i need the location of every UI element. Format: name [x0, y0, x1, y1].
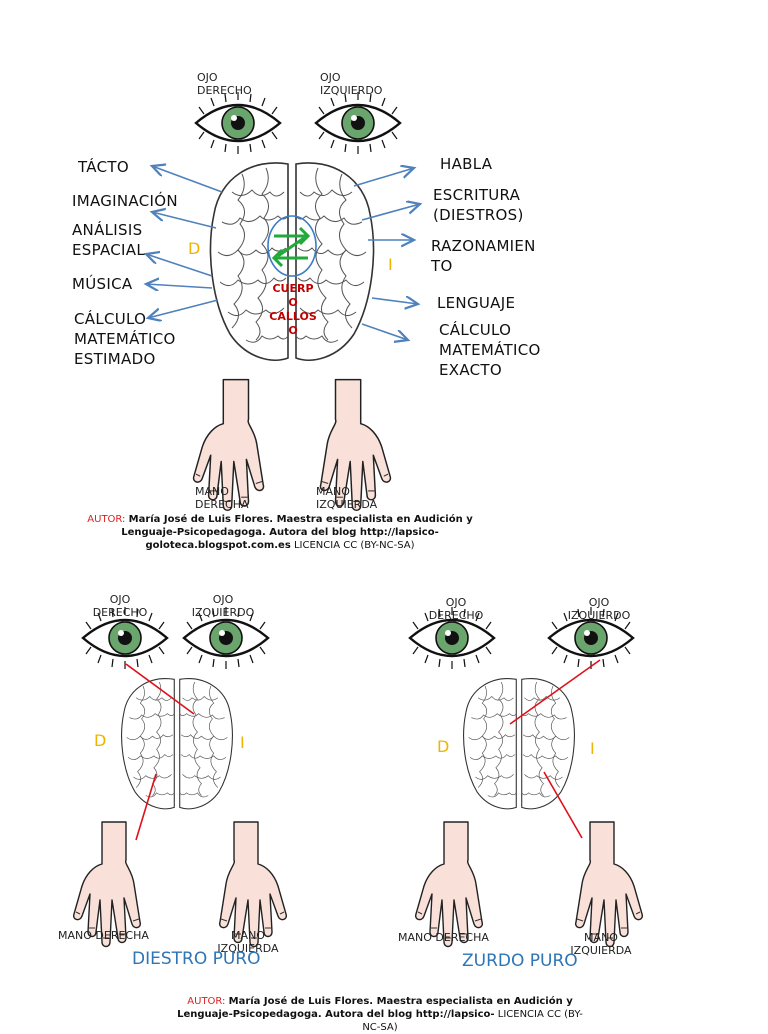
left-function-arrows [146, 166, 223, 318]
diestro-hand-left-label: MANO IZQUIERDA [217, 929, 279, 955]
function-analisis-espacial: ANÁLISIS ESPACIAL [72, 221, 145, 259]
credit-author: María José de Luis Flores. Maestra espec… [121, 514, 473, 551]
credit-bottom-prefix: AUTOR: [187, 996, 226, 1007]
zurdo-hand-left-label: MANO IZQUIERDA [570, 931, 632, 957]
zurdo-eye-right-label: OJO DERECHO [428, 596, 484, 622]
diestro-side-i: I [240, 733, 245, 752]
function-calculo-estimado: CÁLCULO MATEMÁTICO ESTIMADO [74, 310, 176, 368]
side-letter-d: D [188, 239, 201, 258]
eye-right-label: OJO DERECHO [197, 71, 252, 97]
hand-icon-zurdo-left [574, 821, 644, 948]
function-musica: MÚSICA [72, 275, 133, 293]
diestro-eye-right-label: OJO DERECHO [92, 593, 148, 619]
zurdo-side-d: D [437, 737, 450, 756]
function-calculo-exacto: CÁLCULO MATEMÁTICO EXACTO [439, 321, 541, 379]
function-lenguaje: LENGUAJE [437, 294, 516, 312]
zurdo-lines [509, 659, 601, 839]
hand-right-label: MANO DERECHA [195, 485, 249, 511]
function-razonamiento: RAZONAMIEN TO [431, 237, 536, 275]
corpus-callosum-ring [267, 215, 317, 277]
diestro-puro-label: DIESTRO PURO [132, 949, 261, 969]
eye-icon-left-eye [314, 90, 402, 156]
hand-icon-diestro-left [218, 821, 288, 948]
hand-left-label: MANO IZQUIERDA [316, 485, 378, 511]
credit-bottom-author: María José de Luis Flores. Maestra espec… [177, 996, 573, 1020]
credit-license: LICENCIA CC (BY-NC-SA) [293, 540, 415, 551]
function-imaginacion: IMAGINACIÓN [72, 192, 178, 210]
eye-icon-right-eye [194, 90, 282, 156]
side-letter-i: I [388, 255, 393, 274]
diestro-side-d: D [94, 731, 107, 750]
hand-icon-zurdo-right [414, 821, 484, 948]
credit-author-prefix: AUTOR: [87, 514, 126, 525]
brain-icon-zurdo [463, 678, 575, 810]
credit-top: AUTOR: María José de Luis Flores. Maestr… [70, 513, 490, 552]
zurdo-eye-left-label: OJO IZQUIERDO [567, 596, 631, 622]
diestro-eye-left-label: OJO IZQUIERDO [191, 593, 255, 619]
corpus-callosum-label: CUERP O CALLOS O [269, 282, 317, 337]
brain-icon-diestro [121, 678, 233, 810]
credit-bottom: AUTOR: María José de Luis Flores. Maestr… [170, 995, 590, 1034]
zurdo-side-i: I [590, 739, 595, 758]
function-escritura: ESCRITURA (DIESTROS) [433, 186, 524, 224]
right-function-arrows [353, 168, 420, 340]
zurdo-puro-label: ZURDO PURO [462, 951, 578, 971]
eye-left-label: OJO IZQUIERDO [320, 71, 383, 97]
function-habla: HABLA [440, 155, 493, 173]
corpus-callosum-arrows [271, 226, 311, 268]
function-tacto: TÁCTO [78, 158, 129, 176]
hand-icon-diestro-right [72, 821, 142, 948]
diestro-lines [125, 663, 195, 841]
zurdo-hand-right-label: MANO DERECHA [398, 931, 489, 944]
diestro-hand-right-label: MANO DERECHA [58, 929, 149, 942]
